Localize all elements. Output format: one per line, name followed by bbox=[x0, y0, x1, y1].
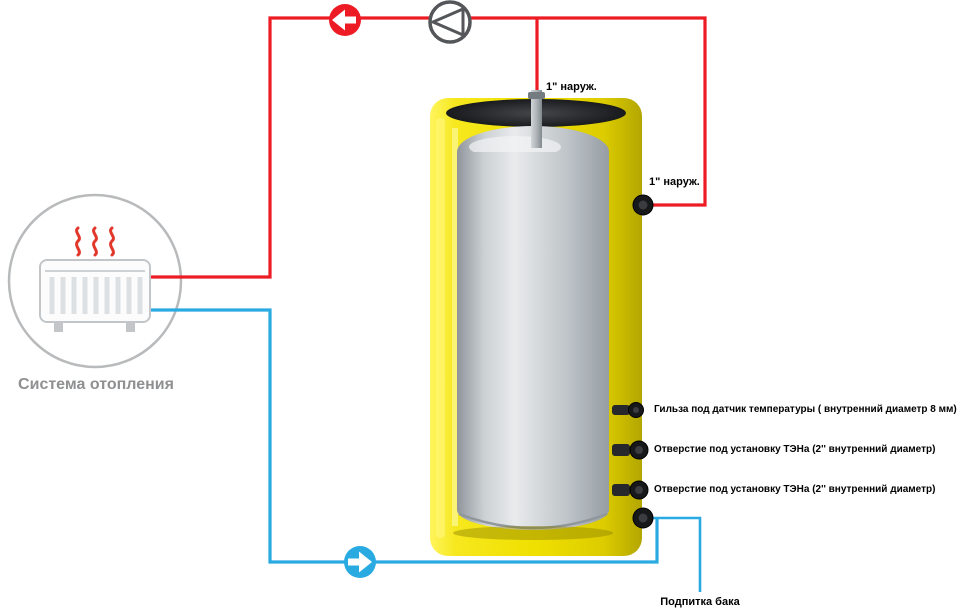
top-port-label: 1" наруж. bbox=[546, 81, 597, 93]
sensor-sleeve-label: Гильза под датчик температуры ( внутренн… bbox=[654, 404, 957, 415]
pump-icon bbox=[428, 0, 472, 44]
radiator-foot bbox=[54, 318, 63, 332]
heater-hole-label-1: Отверстие под установку ТЭНа (2'' внутре… bbox=[654, 444, 936, 455]
radiator-icon bbox=[39, 226, 151, 332]
radiator-fins bbox=[49, 277, 143, 314]
bottom-port bbox=[632, 507, 654, 529]
heat-waves-icon bbox=[75, 226, 115, 257]
floor-shadow bbox=[453, 526, 613, 540]
heating-system-label: Система отопления bbox=[18, 376, 174, 393]
return-pipe-blue bbox=[150, 308, 659, 564]
heater-port-1 bbox=[612, 440, 649, 460]
buffer-tank bbox=[430, 90, 654, 556]
heater-port-2 bbox=[612, 480, 649, 500]
side-port bbox=[632, 194, 654, 216]
top-connection-nipple bbox=[528, 90, 545, 148]
supply-pipe-red bbox=[150, 16, 707, 279]
flow-right-arrow-icon bbox=[344, 546, 376, 578]
sensor-port bbox=[612, 402, 644, 418]
heater-hole-label-2: Отверстие под установку ТЭНа (2'' внутре… bbox=[654, 484, 936, 495]
pipes bbox=[150, 16, 707, 592]
radiator-foot bbox=[126, 318, 135, 332]
makeup-label: Подпитка бака bbox=[660, 596, 740, 608]
inner-tank bbox=[457, 126, 609, 530]
tank-bottom-rim bbox=[458, 512, 608, 530]
makeup-pipe-blue bbox=[646, 516, 702, 592]
insulation-highlight bbox=[436, 118, 445, 538]
side-port-label: 1" наруж. bbox=[649, 176, 700, 188]
insulation-cut-edge bbox=[452, 128, 458, 526]
flow-left-arrow-icon bbox=[329, 4, 361, 36]
